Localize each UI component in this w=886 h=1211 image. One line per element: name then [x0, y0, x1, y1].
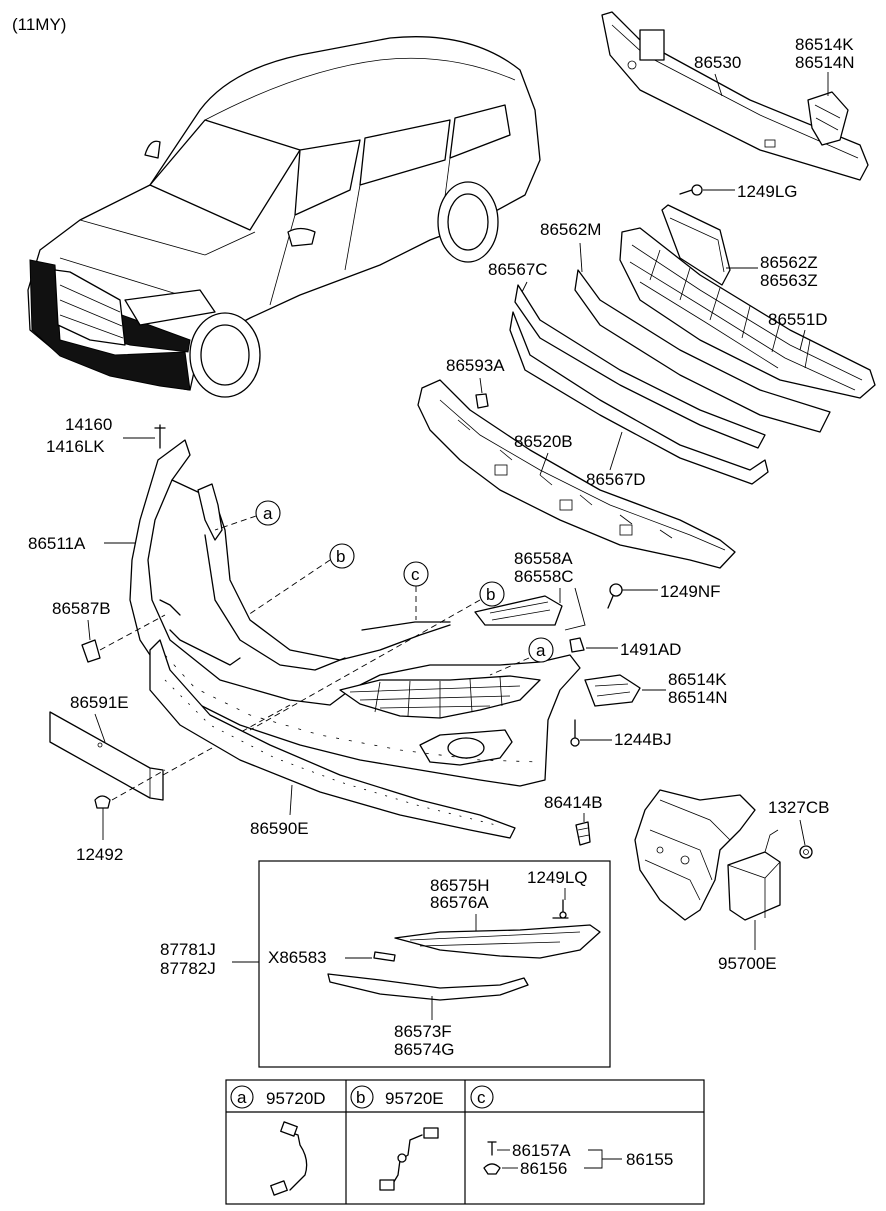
label-86575H: 86575H	[430, 876, 490, 895]
part-86511A-bumper-cover	[129, 439, 581, 787]
legend-86155: 86155	[626, 1150, 673, 1169]
legend-cell-c: c 86157A 86156 86155	[470, 1085, 673, 1178]
legend-b-part: 95720E	[385, 1089, 444, 1108]
label-14160: 14160	[65, 415, 112, 434]
legend-cell-a: a 95720D	[230, 1085, 326, 1196]
label-86591E: 86591E	[70, 693, 129, 712]
callout-b-2: b	[479, 581, 505, 607]
part-1249NF-bolt	[607, 583, 623, 609]
part-86567D-molding	[509, 311, 769, 485]
label-1249LQ: 1249LQ	[527, 868, 588, 887]
label-1249NF: 1249NF	[660, 582, 720, 601]
label-86562M: 86562M	[540, 220, 601, 239]
callout-b-1: b	[329, 543, 355, 569]
label-86567D: 86567D	[586, 470, 646, 489]
part-1327CB-nut	[799, 845, 813, 859]
label-95700E: 95700E	[718, 954, 777, 973]
label-87781J: 87781J	[160, 940, 216, 959]
part-86562Z-emblem	[661, 204, 731, 286]
label-1491AD: 1491AD	[620, 640, 681, 659]
label-1327CB: 1327CB	[768, 798, 829, 817]
label-1249LG: 1249LG	[737, 182, 798, 201]
part-86587B-cap	[81, 639, 101, 663]
part-12492-fastener	[94, 795, 111, 809]
label-86520B: 86520B	[514, 432, 573, 451]
svg-text:a: a	[237, 1088, 247, 1107]
label-86514K-lower: 86514K	[668, 670, 727, 689]
svg-text:b: b	[336, 547, 345, 566]
car-illustration	[27, 36, 541, 398]
part-86562M-molding	[574, 269, 831, 433]
part-86590E-lip	[149, 639, 516, 839]
legend-a-part: 95720D	[266, 1089, 326, 1108]
part-86575H-molding	[394, 924, 601, 959]
part-86520B-absorber	[417, 379, 736, 569]
part-86514-bracket-lower	[584, 674, 641, 707]
legend-86157A: 86157A	[512, 1141, 571, 1160]
part-86593A-plate	[475, 393, 489, 409]
label-86551D: 86551D	[768, 310, 828, 329]
svg-text:a: a	[263, 504, 273, 523]
legend-table	[225, 1079, 705, 1205]
label-86587B: 86587B	[52, 599, 111, 618]
label-86514K-upper: 86514K	[795, 35, 854, 54]
legend-86156: 86156	[520, 1159, 567, 1178]
part-86558-bracket	[474, 595, 563, 626]
label-12492: 12492	[76, 845, 123, 864]
label-1244BJ: 1244BJ	[614, 730, 672, 749]
callout-a-2: a	[528, 637, 554, 663]
label-86562Z: 86562Z	[760, 253, 818, 272]
label-86574G: 86574G	[394, 1040, 455, 1059]
label-86573F: 86573F	[394, 1022, 452, 1041]
part-86414B-fastener	[575, 821, 591, 846]
part-86591E-plate-bracket	[49, 711, 164, 801]
label-86576A: 86576A	[430, 893, 489, 912]
part-86530-beam	[601, 11, 869, 181]
label-86514N-lower: 86514N	[668, 688, 728, 707]
part-86573F-molding	[327, 973, 529, 1001]
part-86551D-grille	[619, 227, 876, 399]
svg-text:c: c	[477, 1088, 486, 1107]
label-86590E: 86590E	[250, 819, 309, 838]
label-86558A: 86558A	[514, 549, 573, 568]
part-14160-screw	[154, 424, 166, 449]
svg-text:b: b	[356, 1088, 365, 1107]
label-86563Z: 86563Z	[760, 271, 818, 290]
part-X86583-tag	[373, 951, 396, 962]
label-86511A: 86511A	[28, 534, 86, 553]
part-1249LG-bolt	[679, 184, 703, 196]
legend-cell-b: b 95720E	[350, 1085, 444, 1191]
label-86530: 86530	[694, 53, 741, 72]
label-86593A: 86593A	[446, 356, 505, 375]
part-1249LQ-screw	[552, 899, 569, 919]
label-1416LK: 1416LK	[46, 437, 105, 456]
inset-box	[258, 860, 611, 1068]
part-fender-liner	[634, 789, 756, 921]
label-86414B: 86414B	[544, 793, 603, 812]
part-1244BJ-screw	[570, 719, 580, 747]
part-95700E-module	[727, 829, 781, 921]
part-86567C-molding	[514, 284, 766, 449]
callout-c: c	[403, 561, 429, 587]
svg-text:c: c	[411, 565, 420, 584]
callout-a-1: a	[255, 500, 281, 526]
label-X86583: X86583	[268, 948, 327, 967]
label-86514N-upper: 86514N	[795, 53, 855, 72]
part-86514-bracket-upper	[807, 91, 849, 146]
label-87782J: 87782J	[160, 959, 216, 978]
label-86558C: 86558C	[514, 567, 574, 586]
label-86567C: 86567C	[488, 260, 548, 279]
part-1491AD-clip	[569, 637, 585, 653]
svg-text:b: b	[486, 585, 495, 604]
model-year-label: (11MY)	[12, 15, 66, 34]
svg-text:a: a	[536, 641, 546, 660]
